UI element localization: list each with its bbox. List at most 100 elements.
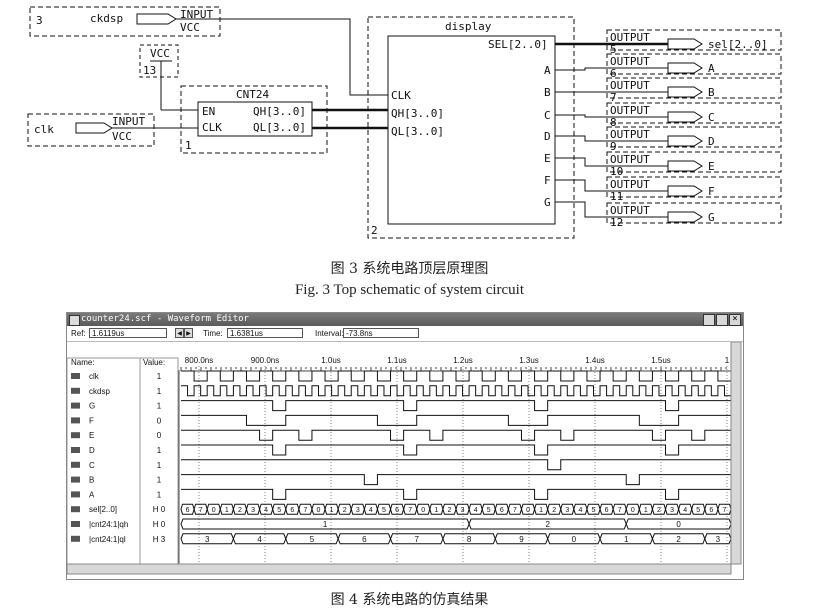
waveform-trace-5 [181,444,731,456]
bus-segment-label: 1 [539,507,543,514]
bus-segment-label: 4 [257,535,262,544]
ref-next-button[interactable]: ▶ [184,328,193,338]
signal-name-7[interactable]: B [89,476,94,485]
signal-name-5[interactable]: D [89,446,95,455]
output-wire-5 [555,157,668,167]
bus-segment [403,503,418,515]
display-port-sel: SEL[2..0] [488,38,548,51]
bus-segment-label: 6 [186,507,190,514]
bus-segment-label: 5 [592,507,596,514]
signal-pin-icon [71,417,80,424]
signal-name-2[interactable]: G [89,402,95,411]
bus-segment [285,503,300,515]
bus-segment-label: 0 [676,520,681,529]
time-label-2: 1.0us [321,356,341,365]
output-wire-1 [555,67,668,71]
signal-name-3[interactable]: F [89,416,94,425]
bus-segment-label: 2 [447,507,451,514]
bus-segment [232,503,247,515]
bus-segment-label: 5 [277,507,281,514]
figure-4-caption-cn: 图 4 系统电路的仿真结果 [330,592,489,608]
display-port-d: D [544,130,551,143]
display-port-ql: QL[3..0] [391,125,444,138]
minimize-button[interactable] [703,314,715,326]
signal-name-11[interactable]: |cnt24:1|ql [89,535,126,544]
bus-segment [180,518,470,530]
output-frame-4 [606,126,782,148]
signal-pin-icon [71,521,80,527]
display-port-g: G [544,196,551,209]
schematic-diagram: 3 ckdsp INPUT VCC VCC 13 clk INPUT VCC C… [27,6,782,239]
signal-pin-icon [71,506,80,513]
bus-segment [665,503,680,515]
bus-segment [678,503,693,515]
ckdsp-input-vcc: VCC [180,21,200,34]
bus-segment [337,503,352,515]
time-label-0: 800.0ns [185,356,213,365]
bus-segment [520,503,536,515]
vertical-scrollbar[interactable] [730,342,742,565]
bus-segment [206,503,221,515]
waveform-trace-3 [181,414,731,426]
time-label-7: 1.5us [651,356,671,365]
display-port-c: C [544,109,551,122]
close-button[interactable]: × [729,314,741,326]
display-port-clk: CLK [391,89,411,102]
signal-name-6[interactable]: C [89,461,95,470]
display-port-qh: QH[3..0] [391,107,444,120]
clk-input-vcc: VCC [112,130,132,143]
bus-segment [612,503,627,515]
time-label-6: 1.4us [585,356,605,365]
bus-segment-label: 7 [199,507,203,514]
window-titlebar[interactable]: counter24.scf - Waveform Editor × [67,313,743,326]
bus-segment [442,533,496,545]
cnt24-port-clk: CLK [202,121,222,134]
output-pin-7 [667,211,703,223]
signal-name-1[interactable]: ckdsp [89,387,110,396]
signal-value-7: 1 [157,476,162,485]
time-label-8: 1 [725,356,730,365]
clk-input-frame [27,113,155,147]
signal-name-4[interactable]: E [89,431,94,440]
signal-name-0[interactable]: clk [89,372,100,381]
bus-segment [547,533,601,545]
figure-3-caption-cn: 图 3 系统电路顶层原理图 [330,261,489,277]
signal-value-6: 1 [157,461,162,470]
signal-pin-icon [71,387,80,394]
bus-segment [455,503,470,515]
bus-segment [245,503,261,515]
signal-name-9[interactable]: sel[2..0] [89,505,117,514]
signal-pin-icon [71,373,80,379]
signal-name-10[interactable]: |cnt24:1|qh [89,520,128,529]
output-name-1: A [708,62,715,75]
bus-segment [285,533,339,545]
display-number: 2 [371,224,378,237]
output-name-4: D [708,135,715,148]
maximize-button[interactable] [716,314,728,326]
output-pin-2 [667,86,703,98]
bus-segment-label: 2 [238,507,242,514]
time-label-5: 1.3us [519,356,539,365]
display-port-b: B [544,86,551,99]
bus-segment-label: 7 [618,507,622,514]
output-frame-5 [606,151,782,173]
bus-segment-label: 3 [565,507,569,514]
ref-field[interactable]: 1.6119us [89,328,167,338]
time-field[interactable]: 1.6381us [227,328,303,338]
signal-pin-icon [71,402,80,409]
horizontal-scrollbar[interactable] [67,563,732,575]
bus-segment-label: 2 [676,535,681,544]
ref-prev-button[interactable]: ◀ [175,328,184,338]
bus-segment-label: 7 [414,535,419,544]
interval-field[interactable]: -73.8ns [343,328,419,338]
bus-segment [586,503,601,515]
bus-segment-label: 6 [500,507,504,514]
signal-name-8[interactable]: A [89,490,95,499]
output-wire-6 [555,179,668,192]
bus-segment-label: 6 [395,507,399,514]
bus-segment-label: 6 [362,535,367,544]
bus-segment [651,533,706,545]
output-number-3: 8 [610,116,617,129]
